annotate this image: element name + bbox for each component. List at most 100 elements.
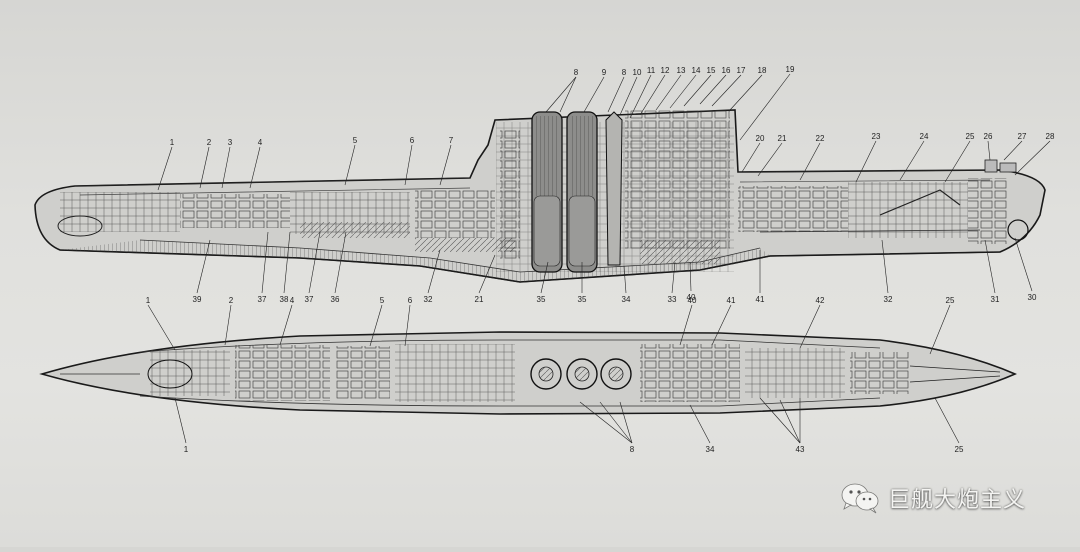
plan-label-6: 6 [408,296,413,305]
plan-label-1: 1 [184,445,189,454]
leader-line [689,261,692,292]
leader-line [799,304,821,349]
watermark: 巨舰大炮主义 [840,478,1026,518]
side-label-8: 8 [622,68,627,77]
side-label-21: 21 [475,295,484,304]
side-label-32: 32 [884,295,893,304]
leader-line [221,146,231,189]
side-label-18: 18 [758,66,767,75]
leader-line [147,304,176,351]
side-label-19: 19 [786,65,795,74]
side-label-35: 35 [537,295,546,304]
leader-line [1014,140,1051,176]
leader-line [759,397,801,444]
watermark-text: 巨舰大炮主义 [888,488,1027,513]
side-label-22: 22 [816,134,825,143]
side-label-20: 20 [756,134,765,143]
side-label-16: 16 [722,66,731,75]
leader-line [619,401,633,444]
leader-line [559,76,577,113]
side-label-24: 24 [920,132,929,141]
leader-line [655,74,682,111]
leader-line [729,74,763,111]
leader-line [934,397,960,444]
side-label-31: 31 [991,295,1000,304]
plan-view-leader-lines [147,304,960,444]
side-label-26: 26 [984,132,993,141]
side-label-23: 23 [872,132,881,141]
leader-line [1014,237,1033,292]
leader-line [249,146,261,189]
leader-line [881,239,889,294]
plan-label-43: 43 [796,445,805,454]
side-label-4: 4 [258,138,263,147]
leader-line [283,231,291,294]
plan-label-5: 5 [380,296,385,305]
side-label-8: 8 [574,68,579,77]
leader-line [929,304,951,355]
plan-label-25: 25 [955,445,964,454]
leader-line [711,304,732,346]
side-label-32: 32 [424,295,433,304]
leader-line [199,146,210,189]
leader-line [261,231,269,294]
leader-line [739,73,791,141]
leader-line [757,142,783,177]
leader-line [639,74,666,116]
leader-line [779,399,801,444]
plan-label-40: 40 [688,296,697,305]
leader-line [334,231,347,294]
side-label-34: 34 [622,295,631,304]
side-label-27: 27 [1018,132,1027,141]
leader-line [157,146,173,191]
leader-line [671,261,676,294]
leader-line [987,140,991,161]
leader-line [583,76,605,113]
side-label-7: 7 [449,136,454,145]
plan-label-25: 25 [946,296,955,305]
side-label-11: 11 [647,66,656,75]
missile-tubes [531,111,623,273]
leader-line [711,74,742,107]
leader-line [683,74,712,107]
leader-line [224,304,232,346]
leader-line [427,249,441,294]
leader-line [174,397,187,444]
leader-line [669,74,697,109]
plan-label-34: 34 [706,445,715,454]
leader-line [944,140,971,183]
leader-line [344,144,356,186]
leader-line [308,231,321,294]
plan-label-4: 4 [290,296,295,305]
leader-line [619,76,638,116]
side-label-6: 6 [410,136,415,145]
leader-line [984,239,996,294]
plan-view [39,331,1018,415]
side-label-12: 12 [661,66,670,75]
side-label-37: 37 [258,295,267,304]
leader-line [279,304,293,346]
plan-label-2: 2 [229,296,234,305]
side-label-25: 25 [966,132,975,141]
plan-label-42: 42 [816,296,825,305]
side-view-leader-lines [157,73,1051,294]
leader-line [607,76,625,113]
wechat-icon [841,483,879,514]
side-label-28: 28 [1046,132,1055,141]
leader-line [478,254,496,294]
leader-line [545,76,577,113]
leader-line [689,404,711,444]
plan-label-41: 41 [727,296,736,305]
side-label-37: 37 [305,295,314,304]
side-label-36: 36 [331,295,340,304]
side-label-10: 10 [633,68,642,77]
side-label-39: 39 [193,295,202,304]
side-label-21: 21 [778,134,787,143]
leader-line [439,144,452,186]
side-label-33: 33 [668,295,677,304]
leader-line [799,142,821,181]
side-label-38: 38 [280,295,289,304]
